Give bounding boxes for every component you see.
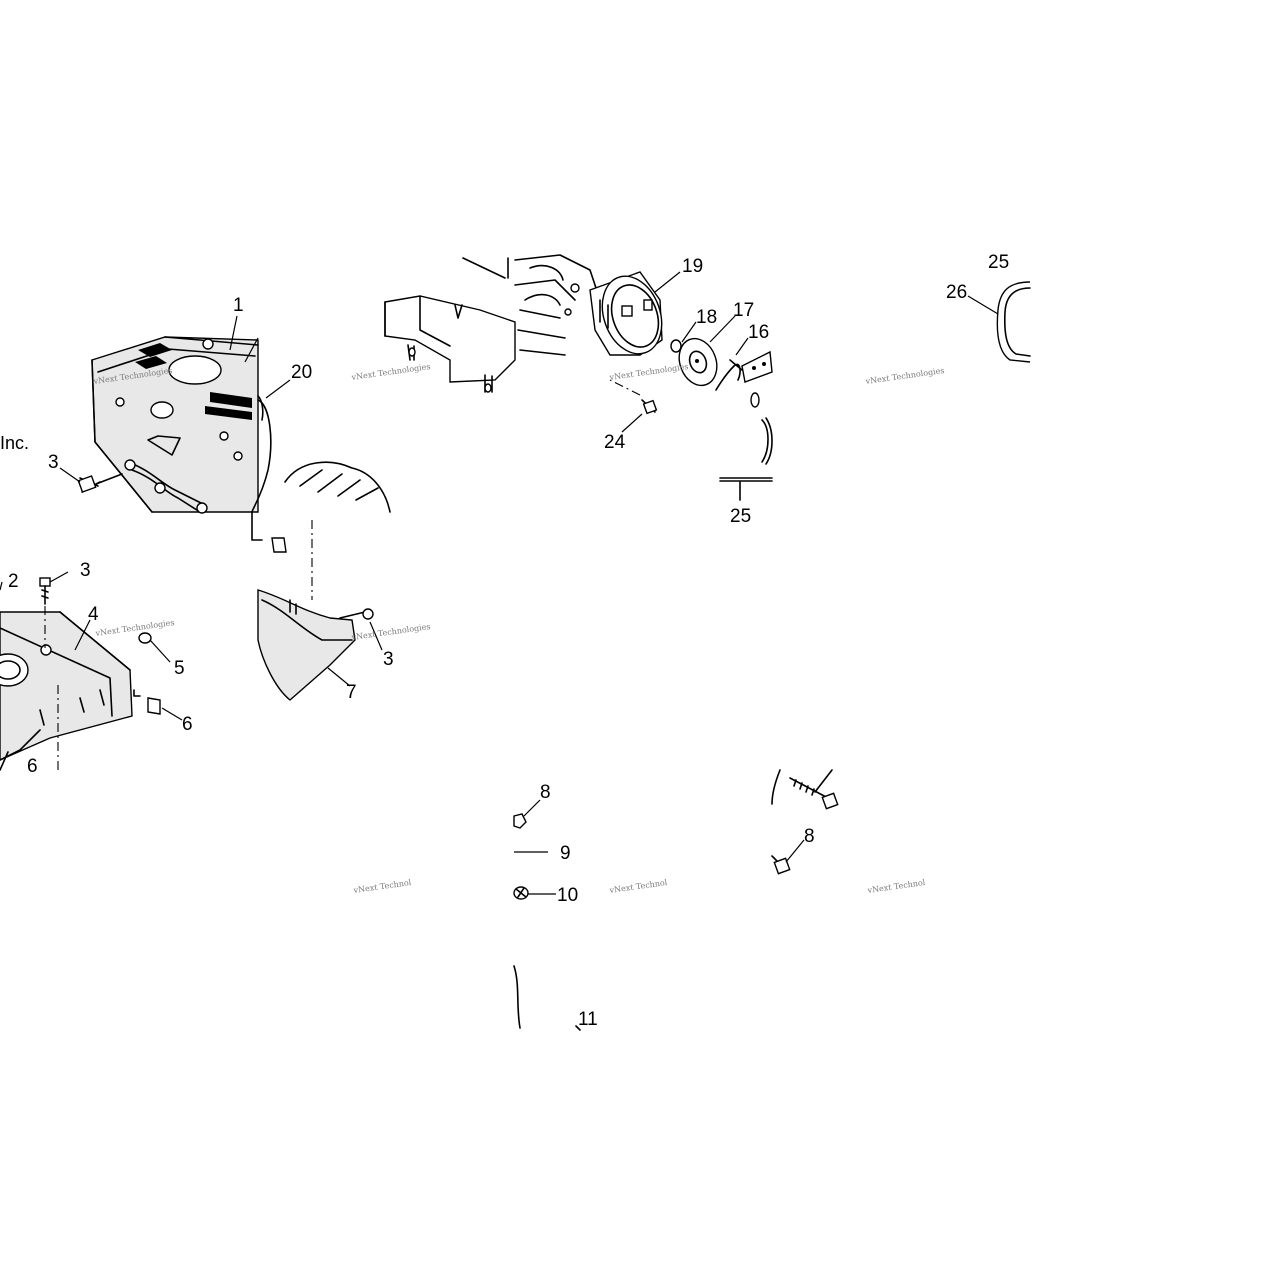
callout-3: 3 bbox=[80, 560, 91, 581]
watermark: vNext Technologies bbox=[350, 362, 431, 382]
callout-8: 8 bbox=[804, 826, 815, 847]
callout-17: 17 bbox=[733, 300, 754, 321]
gasket-part bbox=[251, 399, 272, 513]
callout-11: 11 bbox=[578, 1009, 598, 1030]
callout-25: 25 bbox=[988, 252, 1009, 273]
callout-16: 16 bbox=[748, 322, 769, 343]
tile-starter-cover: 26 25 vNext Technologies bbox=[864, 252, 1031, 386]
watermark: vNext Technologies bbox=[94, 618, 175, 638]
callout-25-lower: 25 bbox=[730, 506, 751, 527]
callout-4: 4 bbox=[88, 604, 99, 625]
company-fragment: Inc. bbox=[0, 433, 29, 453]
watermark: vNext Technol bbox=[608, 878, 668, 895]
cable-part bbox=[513, 965, 521, 1029]
callout-3: 3 bbox=[383, 649, 394, 670]
tile-engine-cover: 1 20 3 Inc. vNext Technologies bbox=[0, 295, 312, 514]
callout-5: 5 bbox=[174, 658, 185, 679]
watermark: vNext Technol bbox=[352, 878, 412, 895]
tile-long-bolt: 8 vNext Technol bbox=[771, 769, 926, 895]
tile-side-shroud: 3 7 vNext Technologies bbox=[251, 461, 431, 703]
nut-part bbox=[670, 339, 682, 353]
callout-6-lower: 6 bbox=[27, 756, 38, 777]
long-bolt-part bbox=[789, 769, 839, 810]
air-duct-part bbox=[384, 295, 516, 383]
grommet-part bbox=[271, 537, 287, 553]
callout-8: 8 bbox=[540, 782, 551, 803]
nut-part bbox=[513, 813, 527, 829]
watermark: vNext Technologies bbox=[608, 362, 689, 382]
rope-part bbox=[719, 477, 773, 482]
callout-3: 3 bbox=[48, 452, 59, 473]
grommet-part bbox=[147, 697, 161, 715]
spring-part bbox=[715, 359, 743, 391]
callout-7: 7 bbox=[346, 682, 357, 703]
callout-26: 26 bbox=[946, 282, 967, 303]
callout-20: 20 bbox=[291, 362, 312, 383]
callout-18: 18 bbox=[696, 307, 717, 328]
washer-part bbox=[678, 337, 718, 387]
watermark: vNext Technologies bbox=[350, 622, 431, 642]
callout-1: 1 bbox=[233, 295, 244, 316]
callout-6: 6 bbox=[182, 714, 193, 735]
starter-cover-part bbox=[996, 281, 1031, 363]
callout-2: 2 bbox=[8, 571, 19, 592]
plug-part bbox=[513, 886, 529, 900]
callout-9: 9 bbox=[560, 843, 571, 864]
watermark: vNext Technol bbox=[866, 878, 926, 895]
bolt-part bbox=[339, 608, 374, 620]
washer-part bbox=[138, 632, 152, 644]
tile-fan-duct: 19 18 17 16 24 25 vNext Technologies vNe… bbox=[350, 254, 773, 527]
watermark: vNext Technologies bbox=[864, 366, 945, 386]
nut-part bbox=[771, 855, 791, 875]
tile-base-plate: 2 3 4 5 6 6 vNext Technologies bbox=[0, 560, 193, 777]
side-shroud-part bbox=[257, 589, 356, 701]
callout-10: 10 bbox=[557, 885, 578, 906]
callout-24: 24 bbox=[604, 432, 626, 453]
callout-19: 19 bbox=[682, 256, 703, 277]
fan-wheel-part bbox=[462, 254, 601, 356]
tile-hardware-small: 8 9 10 11 vNext Technol vNext Technol bbox=[352, 782, 668, 1031]
